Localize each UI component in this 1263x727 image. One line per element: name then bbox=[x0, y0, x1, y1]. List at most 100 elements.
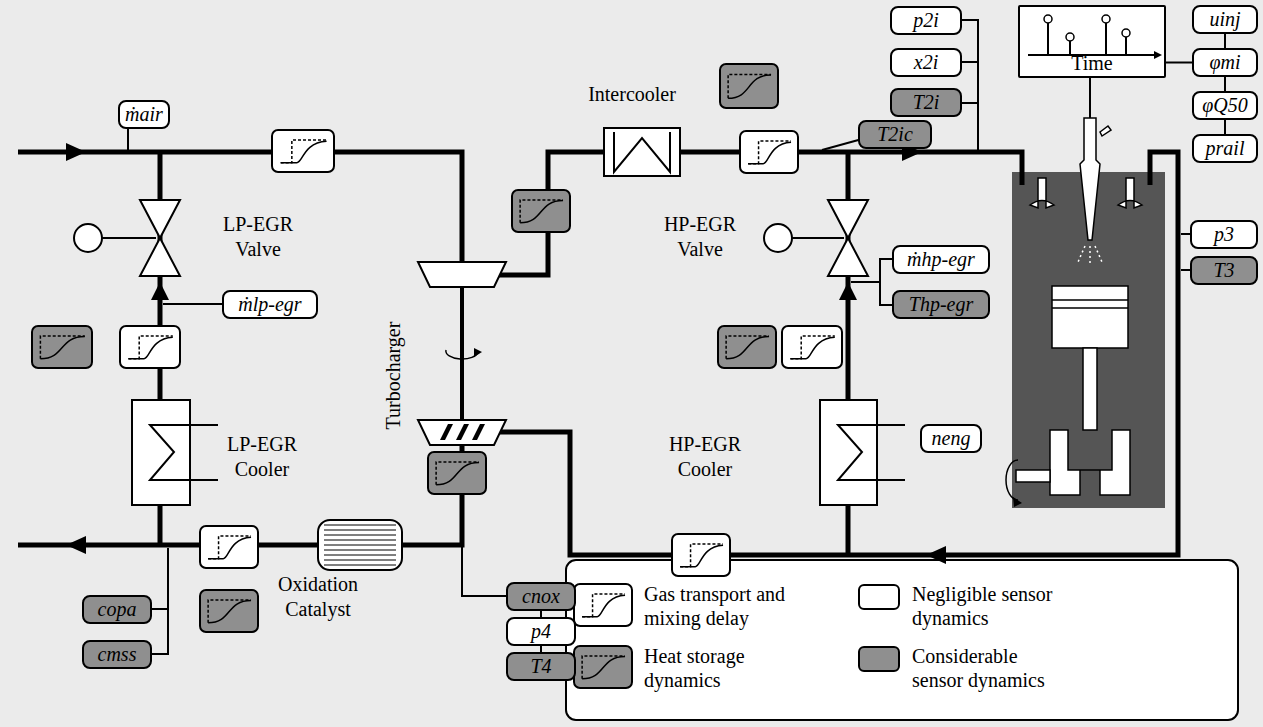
drawing-rect bbox=[200, 526, 258, 568]
drawing-g bbox=[128, 20, 1190, 654]
drawing-path bbox=[582, 656, 625, 679]
drawing-rect bbox=[272, 130, 334, 172]
drawing-path bbox=[324, 525, 396, 526]
sensor-label: Time bbox=[1071, 52, 1113, 75]
drawing-path bbox=[500, 152, 1178, 555]
part-label: LP-EGR Cooler bbox=[216, 432, 308, 482]
drawing-path bbox=[40, 336, 84, 359]
sensor-label: ṁair bbox=[125, 103, 163, 126]
drawing-path bbox=[208, 537, 251, 558]
drawing-polygon bbox=[828, 200, 868, 238]
drawing-path bbox=[128, 337, 172, 358]
sensor-label: T4 bbox=[530, 655, 551, 678]
connector-line bbox=[1224, 77, 1226, 91]
legend-text: Considerable sensor dynamics bbox=[912, 644, 1072, 692]
drawing-path bbox=[281, 141, 327, 162]
drawing-path bbox=[152, 548, 168, 654]
sensor-box: ṁhp-egr bbox=[892, 245, 990, 274]
drawing-rect bbox=[200, 590, 258, 632]
sensor-box: p2i bbox=[890, 6, 962, 35]
drawing-path bbox=[748, 142, 791, 163]
sensor-box: uinj bbox=[1192, 5, 1258, 34]
drawing-circle bbox=[764, 224, 792, 252]
drawing-path bbox=[1105, 23, 1107, 55]
drawing-polygon bbox=[926, 546, 946, 564]
drawing-path bbox=[1118, 178, 1142, 208]
drawing-path bbox=[440, 424, 453, 440]
sensor-label: T2i bbox=[913, 91, 940, 114]
drawing-path bbox=[324, 550, 396, 551]
drawing-path bbox=[582, 594, 625, 617]
sensor-label: copa bbox=[98, 598, 137, 621]
sensor-box: cmss bbox=[82, 640, 152, 669]
drawing-path bbox=[520, 200, 563, 223]
drawing-path bbox=[460, 286, 464, 420]
connector-line bbox=[1166, 62, 1192, 64]
drawing-path bbox=[1052, 300, 1128, 308]
drawing-rect bbox=[574, 584, 632, 626]
sensor-label: ṁhp-egr bbox=[907, 248, 975, 271]
sensor-label: p4 bbox=[531, 620, 551, 643]
sensor-box: Thp-egr bbox=[892, 290, 990, 319]
sensor-label: T2ic bbox=[877, 123, 913, 146]
legend-text: Gas transport and mixing delay bbox=[644, 582, 820, 630]
drawing-path bbox=[324, 545, 396, 546]
drawing-rect bbox=[740, 131, 798, 173]
sensor-box: T4 bbox=[506, 652, 576, 681]
drawing-path bbox=[726, 337, 769, 359]
sensor-box: ṁair bbox=[118, 100, 170, 129]
drawing-path bbox=[851, 259, 892, 305]
drawing-path bbox=[520, 201, 563, 223]
sensor-label: cnox bbox=[522, 585, 560, 608]
sensor-label: uinj bbox=[1209, 8, 1240, 31]
drawing-path bbox=[680, 152, 1022, 185]
drawing-path bbox=[1069, 41, 1071, 55]
drawing-path bbox=[1006, 460, 1018, 500]
part-label: HP-EGR Valve bbox=[654, 212, 746, 262]
drawing-path bbox=[1181, 234, 1190, 270]
sensor-box: p4 bbox=[506, 617, 576, 646]
drawing-polygon bbox=[839, 282, 857, 300]
drawing-path bbox=[163, 303, 222, 305]
drawing-rect bbox=[574, 646, 632, 688]
drawing-rect bbox=[782, 326, 842, 368]
plot-box: Time bbox=[1018, 5, 1166, 78]
drawing-path bbox=[324, 530, 396, 531]
drawing-g bbox=[18, 152, 1178, 555]
drawing-polygon bbox=[151, 282, 169, 300]
sensor-box: T2i bbox=[890, 88, 962, 117]
drawing-path bbox=[324, 555, 396, 556]
drawing-path bbox=[472, 424, 485, 440]
drawing-path bbox=[208, 600, 251, 623]
sensor-label: prail bbox=[1206, 137, 1245, 160]
drawing-path bbox=[1050, 430, 1130, 495]
sensor-box: x2i bbox=[890, 48, 962, 77]
drawing-circle bbox=[1066, 33, 1074, 41]
drawing-path bbox=[436, 462, 479, 485]
sensor-box: ṁlp-egr bbox=[222, 290, 318, 319]
drawing-path bbox=[40, 337, 84, 359]
drawing-g bbox=[132, 128, 877, 505]
drawing-rect bbox=[718, 326, 776, 368]
drawing-rect bbox=[566, 560, 1238, 720]
drawing-g bbox=[150, 132, 905, 480]
drawing-path bbox=[324, 535, 396, 536]
drawing-g bbox=[324, 525, 396, 565]
drawing-rect bbox=[32, 326, 92, 368]
drawing-g bbox=[440, 424, 485, 440]
drawing-circle bbox=[1044, 15, 1052, 23]
drawing-path bbox=[127, 129, 129, 150]
drawing-path bbox=[1080, 118, 1100, 240]
sensor-label: p2i bbox=[913, 9, 939, 32]
drawing-path bbox=[281, 140, 327, 163]
drawing-path bbox=[582, 595, 625, 616]
drawing-path bbox=[614, 132, 670, 172]
sensor-label: x2i bbox=[914, 51, 938, 74]
drawing-circle bbox=[1122, 29, 1130, 37]
drawing-polygon bbox=[1154, 51, 1162, 59]
drawing-path bbox=[150, 425, 218, 480]
drawing-rect bbox=[604, 128, 680, 176]
drawing-path bbox=[1100, 126, 1111, 136]
